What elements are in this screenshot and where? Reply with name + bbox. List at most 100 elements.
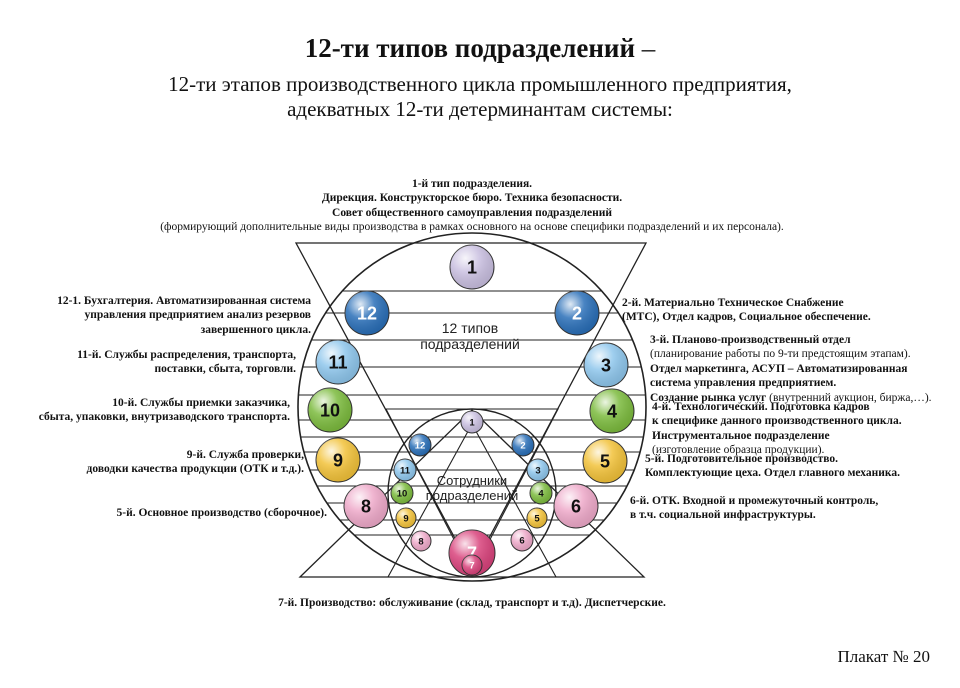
outer-circle-shine (590, 389, 634, 433)
inner-circle-shine (530, 482, 552, 504)
page-subtitle-line-2: адекватных 12-ти детерминантам системы: (287, 97, 673, 121)
outer-circle-4: 4 (589, 388, 635, 434)
inner-downward-triangle (385, 408, 559, 576)
inner-circle-shine (511, 529, 533, 551)
outer-circle-8: 8 (343, 483, 389, 529)
outer-circle-shine (449, 530, 495, 576)
outer-circle-number: 3 (601, 355, 611, 375)
inner-circle-8: 8 (410, 530, 432, 552)
inner-circle-number: 5 (534, 513, 540, 524)
inner-circle-number: 10 (397, 488, 408, 499)
outer-circle-10: 10 (307, 387, 353, 433)
outer-circle-shine (584, 343, 628, 387)
outer-circle-9: 9 (315, 437, 361, 483)
label-type-3: 3-й. Планово-производственный отдел (пла… (650, 334, 932, 404)
outer-circle-shine (555, 291, 599, 335)
inner-circle-shine (391, 482, 413, 504)
inner-circle-shine (512, 434, 534, 456)
inner-circle-7: 7 (461, 554, 483, 576)
inner-circle-number: 3 (535, 465, 540, 476)
downward-triangle (294, 242, 648, 572)
inner-circle-shine (411, 531, 431, 551)
inner-circle-number: 7 (469, 560, 474, 571)
outer-circle-number: 9 (333, 450, 343, 470)
inner-circle-number: 9 (403, 513, 408, 524)
outer-circle-shine (308, 388, 352, 432)
page-title: 12-ти типов подразделений – (304, 33, 656, 63)
label-type-1: 1-й тип подразделения. Дирекция. Констру… (160, 178, 784, 234)
inner-circle-4: 4 (529, 481, 553, 505)
outer-circle-number: 4 (607, 401, 617, 421)
outer-circle (297, 232, 647, 582)
outer-circle-shine (583, 439, 627, 483)
inner-circle-12: 12 (408, 433, 432, 457)
outer-circle-shine (345, 291, 389, 335)
inner-circle-number: 1 (469, 417, 475, 428)
label-type-6: 6-й. ОТК. Входной и промежуточный контро… (630, 495, 879, 522)
label-type-2: 2-й. Материально Техническое Снабжение (… (622, 297, 871, 324)
outer-circle-shine (316, 438, 360, 482)
inner-circle-11: 11 (393, 458, 417, 482)
inner-circle-shine (527, 459, 549, 481)
label-type-5: 5-й. Подготовительное производство. Комп… (645, 453, 900, 480)
inner-upward-triangle (387, 422, 557, 578)
inner-triangles (385, 408, 559, 578)
inner-circle-1: 1 (460, 410, 484, 434)
outer-circle-number: 5 (600, 451, 610, 471)
inner-circle-shine (396, 508, 416, 528)
outer-circle-label-1: 12 типов (442, 320, 499, 336)
label-type-7: 7-й. Производство: обслуживание (склад, … (278, 597, 666, 609)
inner-circle-label-1: Сотрудники (437, 473, 507, 488)
outer-circle-number: 11 (328, 352, 347, 372)
outer-circle-number: 12 (357, 303, 377, 323)
page-subtitle-line-1: 12-ти этапов производственного цикла про… (168, 72, 792, 96)
inner-circle-5: 5 (526, 507, 548, 529)
outer-circle-7: 7 (448, 529, 496, 577)
outer-circle-number: 7 (467, 543, 477, 563)
outer-circle-number: 6 (571, 496, 581, 516)
inner-circle-3: 3 (526, 458, 550, 482)
inner-circle-number: 4 (538, 488, 544, 499)
outer-circle-number: 2 (572, 303, 582, 323)
label-type-4: 4-й. Технологический. Подготовка кадров … (652, 401, 902, 457)
outer-circle-shine (316, 340, 360, 384)
inner-circle-number: 8 (418, 536, 423, 547)
inner-circle-2: 2 (511, 433, 535, 457)
inner-circle-shine (462, 555, 482, 575)
outer-circle-2: 2 (554, 290, 600, 336)
label-type-9: 9-й. Служба проверки, доводки качества п… (86, 449, 304, 476)
inner-circle-number: 6 (519, 535, 524, 546)
inner-circle-shine (394, 459, 416, 481)
outer-circle-11: 11 (315, 339, 361, 385)
outer-circle-5: 5 (582, 438, 628, 484)
inner-circle-label-2: подразделений (426, 488, 518, 503)
outer-circle-shine (344, 484, 388, 528)
inner-circle-10: 10 (390, 481, 414, 505)
inner-circle-shine (461, 411, 483, 433)
outer-circle-label-2: подразделений (420, 336, 520, 352)
inner-circle-shine (409, 434, 431, 456)
inner-circle-6: 6 (510, 528, 534, 552)
outer-circle-1: 1 (449, 244, 495, 290)
inner-circle-shine (527, 508, 547, 528)
label-type-12: 12-1. Бухгалтерия. Автоматизированная си… (57, 295, 311, 336)
outer-circle-6: 6 (553, 483, 599, 529)
label-type-11: 11-й. Службы распределения, транспорта, … (77, 349, 296, 376)
inner-circle-number: 11 (400, 465, 411, 476)
outer-circle-number: 10 (320, 400, 340, 420)
inner-circle-number: 12 (415, 440, 426, 451)
outer-circle-number: 8 (361, 496, 371, 516)
poster-number: Плакат № 20 (837, 647, 930, 666)
label-type-10: 10-й. Службы приемки заказчика, сбыта, у… (38, 397, 290, 424)
outer-circle-12: 12 (344, 290, 390, 336)
inner-circle-number: 2 (520, 440, 525, 451)
label-type-8: 5-й. Основное производство (сборочное). (116, 507, 328, 519)
outer-circle-shine (554, 484, 598, 528)
outer-circle-number: 1 (467, 257, 477, 277)
outer-circle-3: 3 (583, 342, 629, 388)
inner-circle-9: 9 (395, 507, 417, 529)
outer-circle-shine (450, 245, 494, 289)
